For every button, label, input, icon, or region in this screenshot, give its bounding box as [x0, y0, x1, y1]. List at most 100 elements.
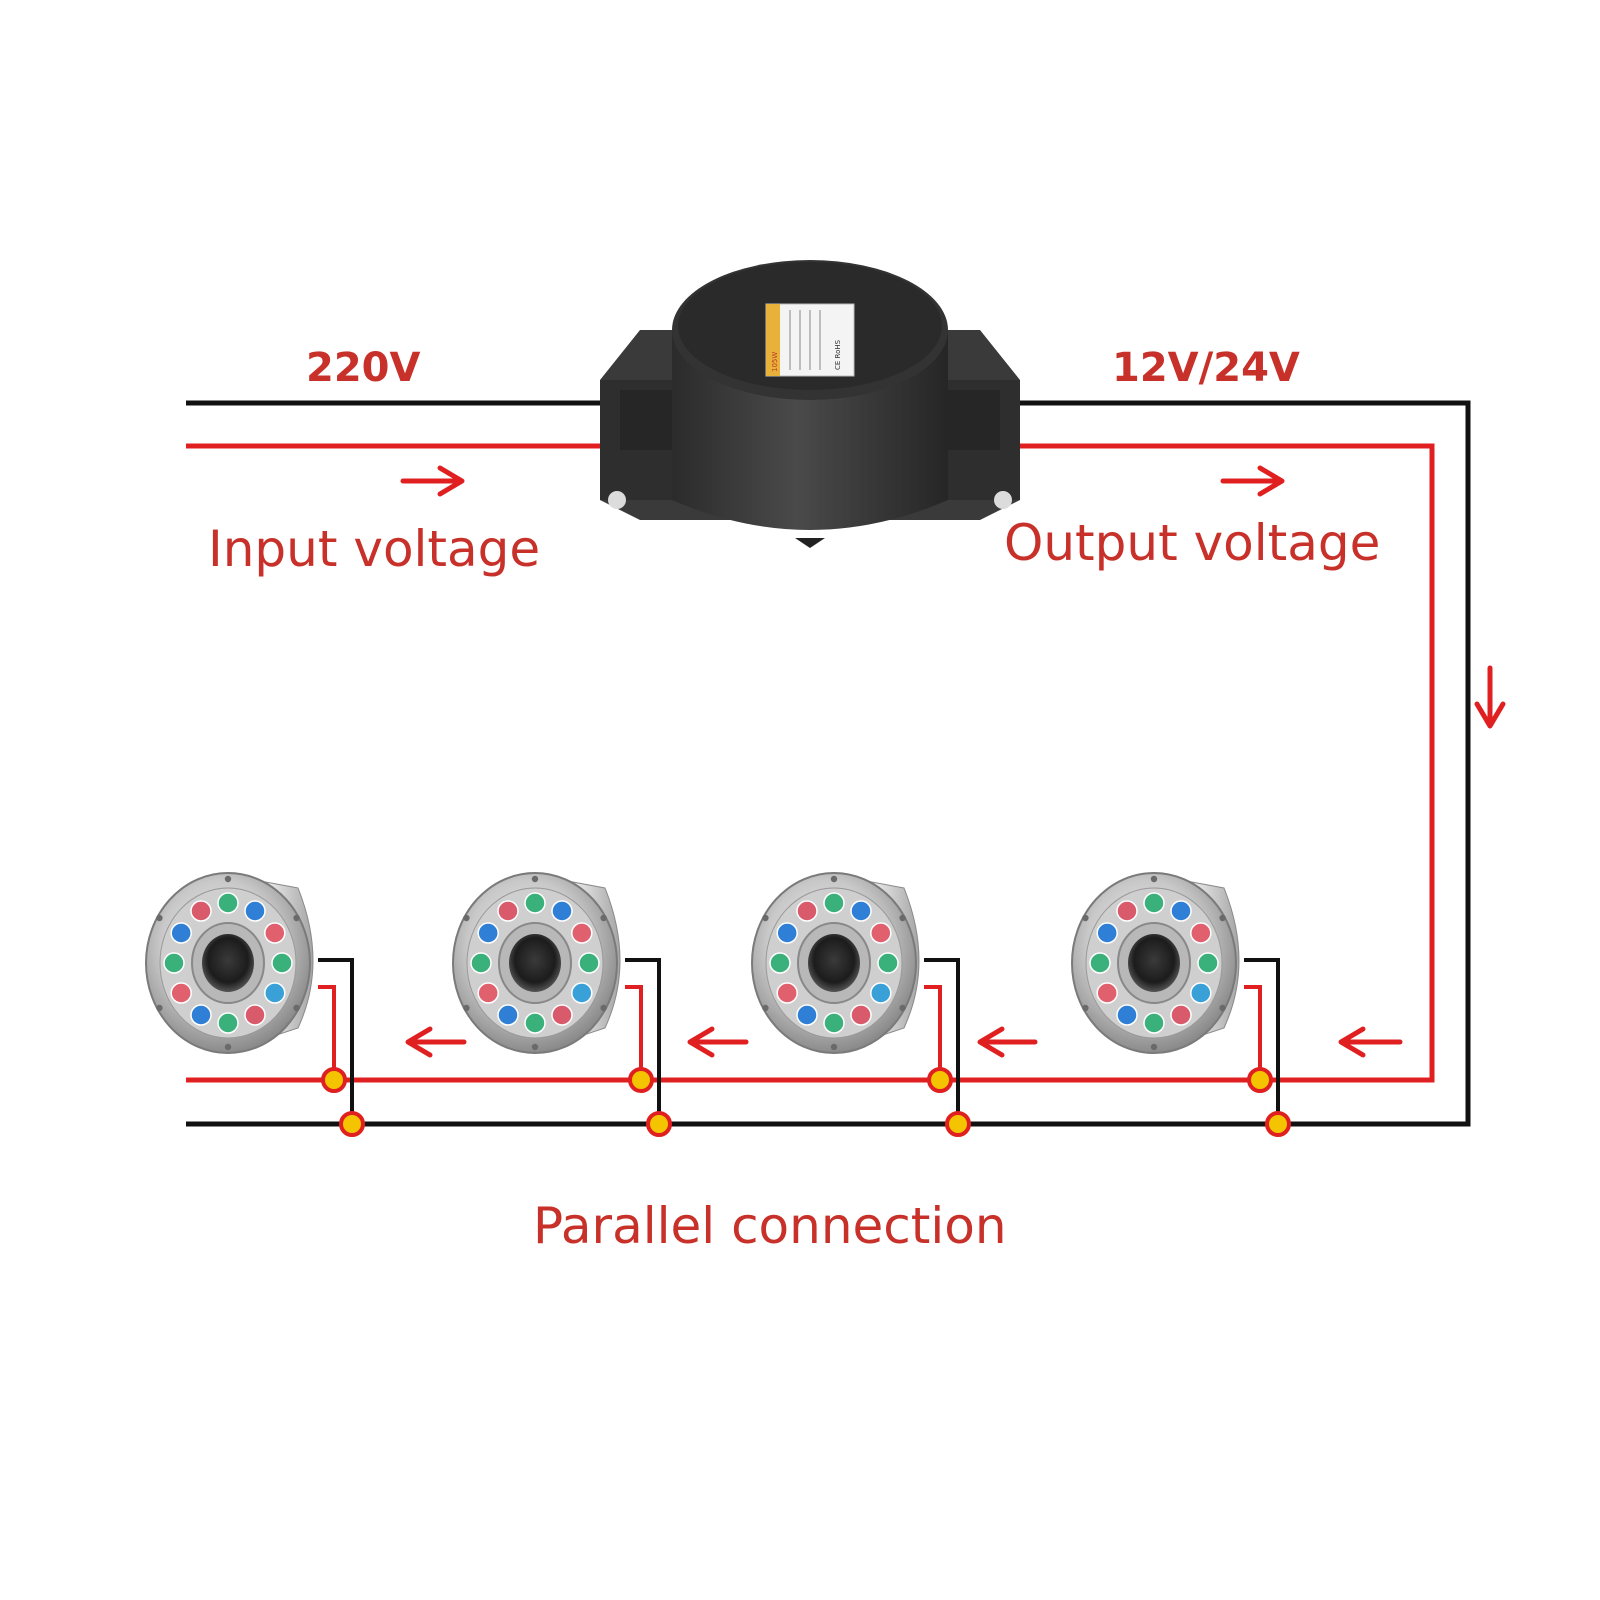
bus-arrow-left-icon-1	[1338, 1026, 1403, 1058]
neutral-junction	[646, 1111, 672, 1137]
led	[524, 892, 546, 914]
screw	[1082, 1004, 1089, 1012]
led	[524, 1012, 546, 1034]
return-arrow-down-icon	[1474, 665, 1506, 729]
led	[571, 982, 593, 1004]
underwater-light	[145, 872, 365, 1137]
output-voltage-value: 12V/24V	[1112, 345, 1300, 391]
led	[1190, 922, 1212, 944]
screw	[899, 1004, 906, 1012]
input-voltage-value: 220V	[306, 345, 420, 391]
led	[776, 922, 798, 944]
screw	[762, 914, 769, 922]
led	[190, 1004, 212, 1026]
bus-arrow-left-icon-2	[977, 1026, 1038, 1058]
screw	[531, 1043, 539, 1051]
led	[1197, 952, 1219, 974]
screw	[224, 875, 232, 883]
led	[271, 952, 293, 974]
screw	[600, 1004, 607, 1012]
light-live-lead	[924, 985, 942, 1080]
led	[1089, 952, 1111, 974]
transformer-cert-label: CE RoHS	[834, 339, 842, 370]
screw	[899, 914, 906, 922]
led	[217, 1012, 239, 1034]
direction-arrows	[400, 465, 1506, 1058]
underwater-light	[751, 872, 971, 1137]
led	[551, 1004, 573, 1026]
live-junction	[628, 1067, 654, 1093]
screw	[600, 914, 607, 922]
led	[190, 900, 212, 922]
led	[470, 952, 492, 974]
led	[1096, 922, 1118, 944]
neutral-junction	[1265, 1111, 1291, 1137]
light-lens	[202, 934, 254, 992]
led	[1116, 900, 1138, 922]
led	[1170, 1004, 1192, 1026]
led	[163, 952, 185, 974]
light-neutral-lead	[924, 958, 960, 1124]
led	[170, 922, 192, 944]
light-neutral-lead	[1244, 958, 1280, 1124]
transformer-power-label: 105W	[771, 352, 779, 372]
screw	[1082, 914, 1089, 922]
led	[850, 1004, 872, 1026]
led	[477, 982, 499, 1004]
led	[850, 900, 872, 922]
screw	[293, 1004, 300, 1012]
led	[870, 922, 892, 944]
led	[170, 982, 192, 1004]
led	[823, 892, 845, 914]
light-lens	[1128, 934, 1180, 992]
led	[497, 900, 519, 922]
screw	[830, 875, 838, 883]
light-live-lead	[318, 985, 336, 1080]
screw	[463, 1004, 470, 1012]
led	[796, 1004, 818, 1026]
led	[578, 952, 600, 974]
led	[497, 1004, 519, 1026]
light-lens	[808, 934, 860, 992]
transformer: 105W CE RoHS	[600, 260, 1020, 548]
light-neutral-lead	[318, 958, 354, 1124]
parallel-connection-caption: Parallel connection	[533, 1197, 1007, 1255]
screw	[1219, 914, 1226, 922]
bus-arrow-left-icon-3	[687, 1026, 749, 1058]
led	[1143, 1012, 1165, 1034]
screw	[156, 1004, 163, 1012]
led	[1096, 982, 1118, 1004]
led	[1190, 982, 1212, 1004]
underwater-light	[1071, 872, 1291, 1137]
led	[1116, 1004, 1138, 1026]
led	[551, 900, 573, 922]
led	[244, 1004, 266, 1026]
live-junction	[1247, 1067, 1273, 1093]
screw	[531, 875, 539, 883]
led	[796, 900, 818, 922]
led	[776, 982, 798, 1004]
bus-arrow-left-icon-4	[405, 1026, 467, 1058]
led	[477, 922, 499, 944]
screw	[1150, 1043, 1158, 1051]
neutral-junction	[945, 1111, 971, 1137]
screw	[463, 914, 470, 922]
led	[571, 922, 593, 944]
light-live-lead	[625, 985, 643, 1080]
light-live-lead	[1244, 985, 1262, 1080]
screw	[1150, 875, 1158, 883]
output-voltage-caption: Output voltage	[1004, 514, 1380, 572]
led	[1170, 900, 1192, 922]
led	[823, 1012, 845, 1034]
led	[217, 892, 239, 914]
led	[264, 982, 286, 1004]
neutral-junction	[339, 1111, 365, 1137]
led	[264, 922, 286, 944]
light-neutral-lead	[625, 958, 661, 1124]
output-neutral-wire	[186, 400, 1471, 1127]
input-voltage-caption: Input voltage	[208, 520, 540, 578]
screw	[762, 1004, 769, 1012]
screw	[293, 914, 300, 922]
live-junction	[927, 1067, 953, 1093]
